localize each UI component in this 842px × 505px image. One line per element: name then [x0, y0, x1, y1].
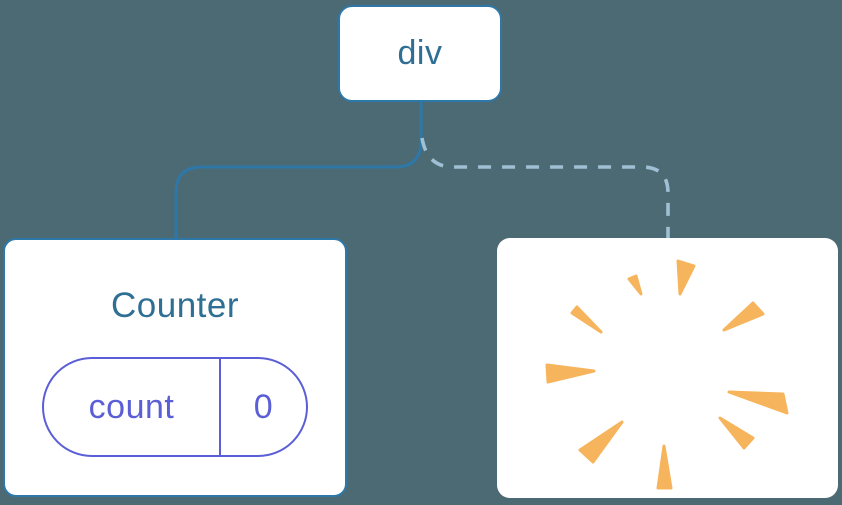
state-badge: count 0 — [42, 357, 308, 457]
counter-component-card: Counter count 0 — [3, 238, 347, 497]
edge-div-to-counter — [174, 101, 423, 240]
state-value: 0 — [253, 387, 274, 426]
state-key: count — [44, 359, 221, 455]
root-node-div: div — [338, 5, 502, 102]
removed-component-card — [497, 238, 838, 498]
poof-icon — [545, 259, 789, 490]
root-node-label: div — [397, 34, 443, 72]
component-title: Counter — [110, 286, 240, 325]
edge-div-to-removed — [420, 137, 670, 240]
